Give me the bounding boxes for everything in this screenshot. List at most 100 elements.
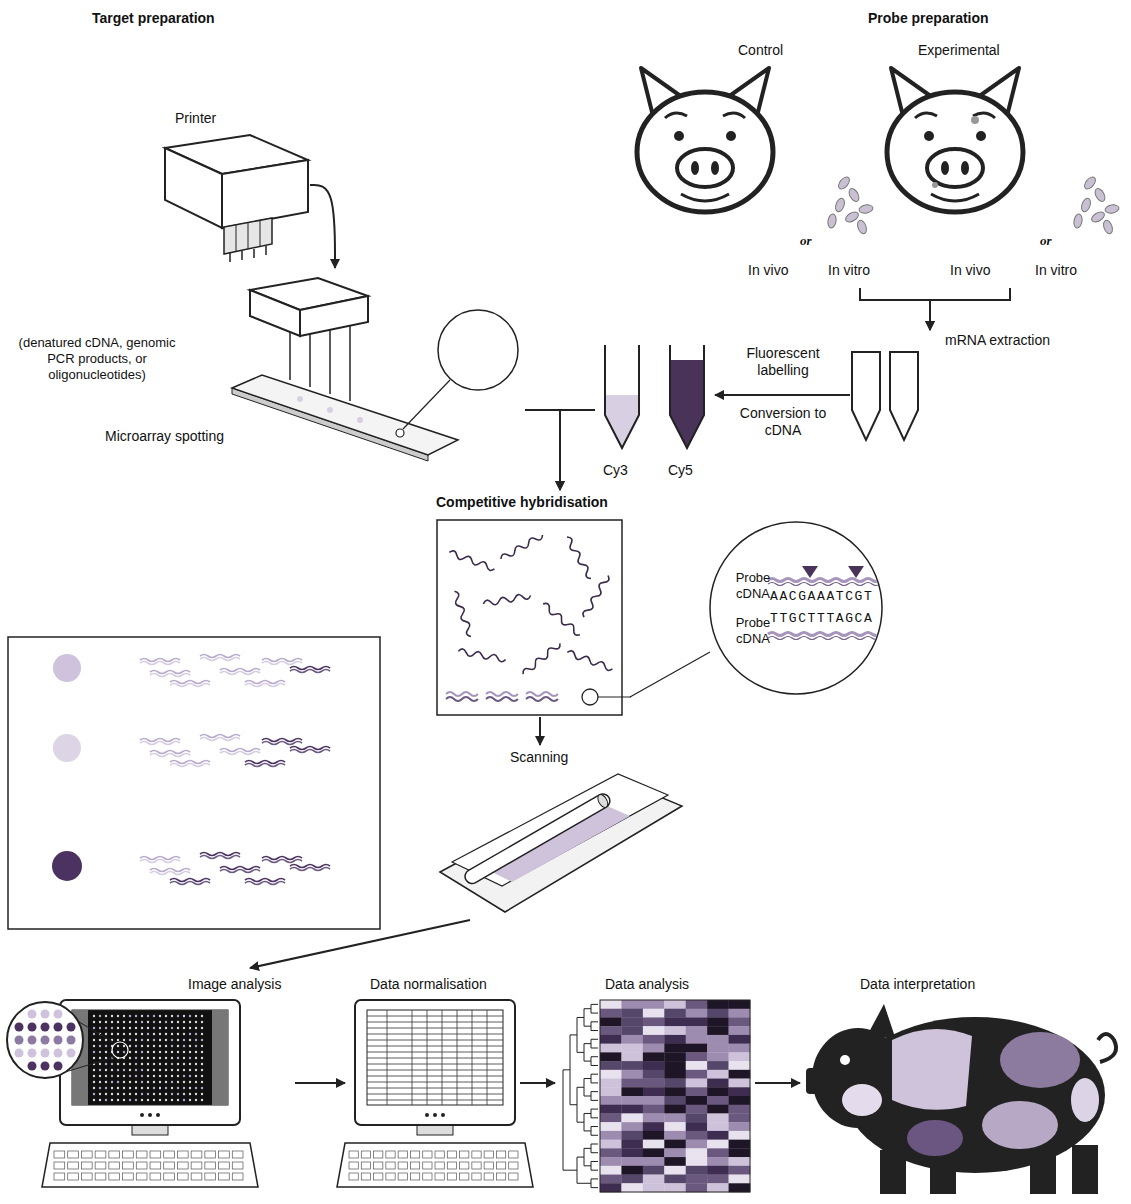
free-probe-strands bbox=[452, 590, 474, 637]
image-analysis-computer-drawing bbox=[135, 1051, 137, 1053]
expression-heatmap bbox=[707, 1070, 729, 1079]
pig-cuts-map bbox=[812, 1028, 904, 1128]
spotting-robot-drawing bbox=[403, 380, 450, 429]
image-analysis-computer-drawing bbox=[153, 1063, 155, 1065]
image-analysis-computer-drawing bbox=[123, 1151, 134, 1158]
image-analysis-computer-drawing bbox=[195, 1051, 197, 1053]
image-analysis-computer-drawing bbox=[165, 1099, 167, 1101]
spotting-robot-drawing bbox=[300, 296, 368, 336]
image-analysis-computer-drawing bbox=[135, 1069, 137, 1071]
image-analysis-computer-drawing bbox=[111, 1033, 113, 1035]
image-analysis-computer-drawing bbox=[99, 1045, 101, 1047]
expression-heatmap bbox=[600, 1166, 622, 1175]
expression-heatmap bbox=[621, 1175, 643, 1184]
image-analysis-computer-drawing bbox=[177, 1027, 179, 1029]
image-analysis-computer-drawing bbox=[54, 1023, 63, 1032]
expression-heatmap bbox=[729, 1131, 751, 1140]
node-label: Experimental bbox=[918, 42, 1000, 59]
image-analysis-computer-drawing bbox=[67, 1049, 76, 1058]
image-analysis-computer-drawing bbox=[141, 1087, 143, 1089]
normalisation-computer-drawing bbox=[496, 1151, 505, 1158]
expression-heatmap bbox=[707, 1000, 729, 1009]
image-analysis-computer-drawing bbox=[28, 1023, 37, 1032]
normalisation-computer-drawing bbox=[417, 1125, 453, 1135]
image-analysis-computer-drawing bbox=[201, 1051, 203, 1053]
image-analysis-computer-drawing bbox=[99, 1051, 101, 1053]
array-spot-strands bbox=[200, 856, 240, 859]
free-probe-strands bbox=[499, 532, 544, 561]
image-analysis-computer-drawing bbox=[129, 1099, 131, 1101]
normalisation-computer-drawing bbox=[398, 1151, 407, 1158]
image-analysis-computer-drawing bbox=[117, 1087, 119, 1089]
expression-heatmap bbox=[664, 1096, 686, 1105]
expression-heatmap bbox=[729, 1009, 751, 1018]
cell-cluster bbox=[827, 175, 874, 235]
expression-heatmap bbox=[707, 1079, 729, 1088]
image-analysis-computer-drawing bbox=[117, 1093, 119, 1095]
image-analysis-computer-drawing bbox=[183, 1051, 185, 1053]
expression-heatmap bbox=[621, 1131, 643, 1140]
image-analysis-computer-drawing bbox=[183, 1081, 185, 1083]
node-label: Probe cDNA bbox=[730, 570, 776, 602]
spotting-robot-drawing bbox=[289, 332, 291, 380]
expression-heatmap bbox=[600, 1157, 622, 1166]
image-analysis-computer-drawing bbox=[111, 1063, 113, 1065]
expression-heatmap bbox=[686, 1148, 708, 1157]
free-probe-strands bbox=[581, 574, 610, 619]
image-analysis-computer-drawing bbox=[147, 1021, 149, 1023]
image-analysis-computer-drawing bbox=[159, 1099, 161, 1101]
printer-drawing bbox=[236, 225, 237, 251]
normalisation-computer-drawing bbox=[435, 1162, 444, 1169]
expression-heatmap bbox=[707, 1052, 729, 1061]
connector-arrow bbox=[560, 410, 595, 490]
scanner-drawing bbox=[452, 774, 668, 886]
image-analysis-computer-drawing bbox=[67, 1023, 76, 1032]
image-analysis-computer-drawing bbox=[195, 1015, 197, 1017]
expression-heatmap bbox=[600, 1105, 622, 1114]
expression-heatmap bbox=[643, 1140, 665, 1149]
image-analysis-computer-drawing bbox=[165, 1051, 167, 1053]
normalisation-computer-drawing bbox=[487, 1010, 488, 1105]
image-analysis-computer-drawing bbox=[93, 1015, 95, 1017]
cell-cluster bbox=[847, 187, 861, 203]
pig-cuts-map bbox=[868, 1004, 896, 1040]
normalisation-computer-drawing bbox=[457, 1010, 458, 1105]
image-analysis-computer-drawing bbox=[191, 1173, 202, 1180]
image-analysis-computer-drawing bbox=[109, 1151, 120, 1158]
expression-heatmap bbox=[729, 1096, 751, 1105]
image-analysis-computer-drawing bbox=[99, 1099, 101, 1101]
image-analysis-computer-drawing bbox=[41, 1062, 50, 1071]
mrna-tubes-drawing bbox=[852, 352, 918, 440]
expression-heatmap bbox=[643, 1105, 665, 1114]
image-analysis-computer-drawing bbox=[153, 1021, 155, 1023]
image-analysis-computer-drawing bbox=[195, 1087, 197, 1089]
image-analysis-computer-drawing bbox=[153, 1045, 155, 1047]
normalisation-computer-drawing bbox=[361, 1173, 370, 1180]
expression-heatmap bbox=[729, 1017, 751, 1026]
expression-heatmap bbox=[729, 1148, 751, 1157]
image-analysis-computer-drawing bbox=[195, 1099, 197, 1101]
expression-heatmap bbox=[686, 1183, 708, 1192]
image-analysis-computer-drawing bbox=[132, 1125, 168, 1135]
expression-heatmap bbox=[686, 1166, 708, 1175]
scanned-array-panel bbox=[53, 734, 81, 762]
control-pig: ControlorIn vivoIn vitro bbox=[620, 38, 882, 288]
normalisation-computer-drawing bbox=[355, 1000, 515, 1125]
or-note: or bbox=[1040, 232, 1052, 249]
image-analysis-computer-drawing bbox=[93, 1075, 95, 1077]
image-analysis-computer-drawing bbox=[81, 1151, 92, 1158]
image-analysis-computer-drawing bbox=[171, 1057, 173, 1059]
image-analysis-computer-drawing bbox=[171, 1087, 173, 1089]
expression-heatmap bbox=[729, 1000, 751, 1009]
normalisation-computer-drawing bbox=[423, 1173, 432, 1180]
connector-arrow bbox=[250, 920, 470, 968]
image-analysis-computer-drawing bbox=[41, 1010, 50, 1019]
image-analysis-computer-drawing bbox=[117, 1015, 119, 1017]
node-label: Cy5 bbox=[668, 462, 693, 479]
normalisation-computer-drawing bbox=[423, 1151, 432, 1158]
image-analysis-computer-drawing bbox=[135, 1033, 137, 1035]
node-label: Control bbox=[738, 42, 783, 59]
image-analysis-computer-drawing bbox=[93, 1033, 95, 1035]
